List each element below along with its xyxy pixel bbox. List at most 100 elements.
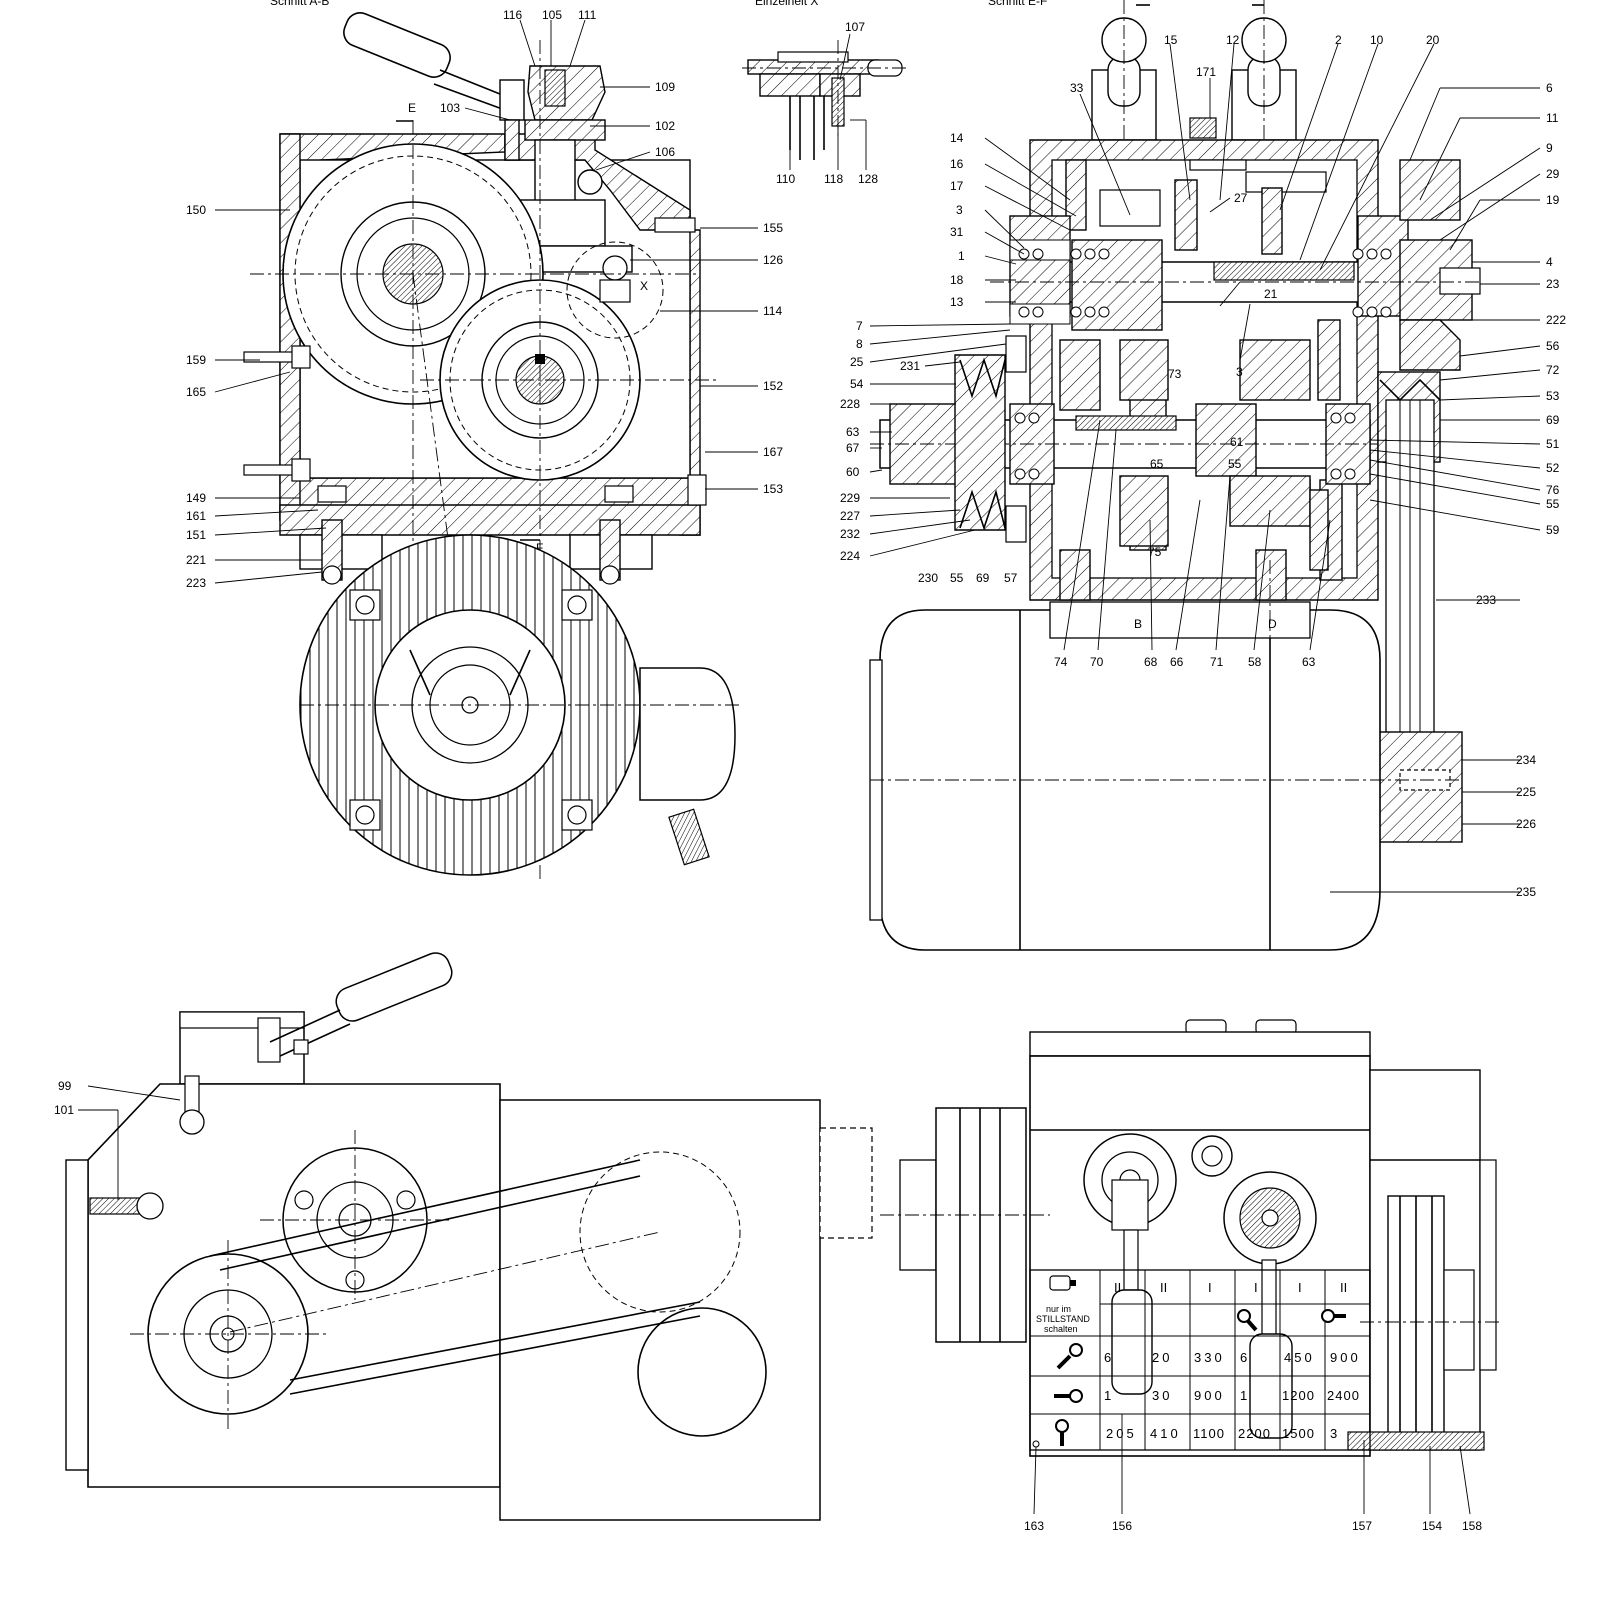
part-label-102: 102: [655, 119, 675, 133]
part-label-67: 67: [846, 441, 860, 455]
plate-header-3: I: [1208, 1280, 1212, 1295]
part-label-63b: 63: [1302, 655, 1316, 669]
part-label-53: 53: [1546, 389, 1560, 403]
part-label-8: 8: [856, 337, 863, 351]
motor-icon: [1049, 1275, 1076, 1291]
part-label-159: 159: [186, 353, 206, 367]
section-ab-labels: 116 105 111 109 103 102 106 150 155 126 …: [186, 8, 783, 590]
section-ef-leaders: [869, 43, 1541, 893]
part-label-3b: 3: [1236, 365, 1243, 379]
part-label-151: 151: [186, 528, 206, 542]
plate-cell: 30: [1152, 1388, 1172, 1403]
part-label-54: 54: [850, 377, 864, 391]
part-label-150: 150: [186, 203, 206, 217]
lever-position-icon: [1055, 1419, 1069, 1446]
headstock-cover: [1029, 1031, 1371, 1057]
detail-x-title: Einzelheit X: [755, 0, 818, 8]
part-label-158: 158: [1462, 1519, 1482, 1533]
part-label-21: 21: [1264, 287, 1278, 301]
part-label-116: 116: [503, 8, 522, 22]
part-label-61: 61: [1230, 435, 1244, 449]
speed-plate: nur im STILLSTAND schalten II II I I I: [1029, 1269, 1371, 1451]
part-label-74: 74: [1054, 655, 1068, 669]
part-label-55: 55: [1228, 457, 1242, 471]
part-label-69b: 69: [976, 571, 990, 585]
part-label-110: 110: [776, 172, 795, 186]
part-label-18: 18: [950, 273, 964, 287]
part-label-65: 65: [1150, 457, 1164, 471]
part-label-55c: 55: [950, 571, 964, 585]
part-label-75: 75: [1148, 545, 1162, 559]
part-label-107: 107: [845, 20, 865, 34]
lever-position-icon: [1237, 1309, 1258, 1332]
part-label-51: 51: [1546, 437, 1560, 451]
part-label-161: 161: [186, 509, 206, 523]
plate-cell: 20: [1152, 1350, 1172, 1365]
part-label-14: 14: [950, 131, 964, 145]
lever-handle-right[interactable]: [1249, 1333, 1293, 1439]
plate-cell: 410: [1150, 1426, 1181, 1441]
part-label-171: 171: [1196, 65, 1216, 79]
part-label-227: 227: [840, 509, 860, 523]
part-label-73: 73: [1168, 367, 1182, 381]
part-label-66: 66: [1170, 655, 1184, 669]
part-label-163: 163: [1024, 1519, 1044, 1533]
part-label-222: 222: [1546, 313, 1566, 327]
plate-note-line2: STILLSTAND: [1036, 1314, 1090, 1324]
part-label-9: 9: [1546, 141, 1553, 155]
part-label-17: 17: [950, 179, 964, 193]
plate-cell: 1500: [1282, 1426, 1315, 1441]
part-label-225: 225: [1516, 785, 1536, 799]
shift-lever-grip[interactable]: [340, 9, 455, 82]
part-label-10: 10: [1370, 33, 1384, 47]
lever-position-icon: [1054, 1389, 1083, 1403]
part-label-226: 226: [1516, 817, 1536, 831]
section-ab-view: E F X: [243, 9, 740, 880]
part-label-221: 221: [186, 553, 206, 567]
plate-header-5: I: [1298, 1280, 1302, 1295]
detail-x-view: 107 110 118 128: [742, 20, 910, 186]
part-label-105: 105: [542, 8, 562, 22]
side-lever-grip[interactable]: [332, 949, 456, 1025]
part-label-156: 156: [1112, 1519, 1132, 1533]
cut-marker-f: F: [536, 541, 543, 555]
part-label-114: 114: [763, 304, 782, 318]
part-label-59: 59: [1546, 523, 1560, 537]
cut-marker-e: E: [408, 101, 416, 115]
speed-plate-frame: [1029, 1269, 1371, 1451]
plate-cell: 2200: [1238, 1426, 1271, 1441]
plate-cell: 330: [1194, 1350, 1225, 1365]
motor-terminal-box: [639, 667, 736, 801]
part-label-103: 103: [440, 101, 460, 115]
part-label-11: 11: [1546, 111, 1559, 125]
part-label-58: 58: [1248, 655, 1262, 669]
part-label-157: 157: [1352, 1519, 1372, 1533]
part-label-76: 76: [1546, 483, 1560, 497]
part-label-55b: 55: [1546, 497, 1560, 511]
cut-marker-b: B: [1134, 617, 1142, 631]
part-label-7: 7: [856, 319, 863, 333]
part-label-99: 99: [58, 1079, 72, 1093]
part-label-16: 16: [950, 157, 964, 171]
plate-header-1: II: [1114, 1280, 1121, 1295]
lever-position-icon: [1056, 1343, 1083, 1370]
bearing-set: [1018, 248, 1392, 318]
part-label-20: 20: [1426, 33, 1440, 47]
section-ab-leaders: [214, 19, 758, 584]
part-label-106: 106: [655, 145, 675, 159]
part-label-71: 71: [1210, 655, 1224, 669]
belt-lower: [289, 1315, 701, 1395]
part-label-167: 167: [763, 445, 783, 459]
side-view-labels: 99 101: [54, 1079, 181, 1200]
lever-handle-left[interactable]: [1111, 1289, 1153, 1395]
part-label-72: 72: [1546, 363, 1560, 377]
headstock-front: [1029, 1055, 1371, 1457]
part-label-232: 232: [840, 527, 860, 541]
part-label-57: 57: [1004, 571, 1018, 585]
plate-cell: 1: [1240, 1388, 1250, 1403]
part-label-19: 19: [1546, 193, 1560, 207]
part-label-224: 224: [840, 549, 860, 563]
part-label-23: 23: [1546, 277, 1560, 291]
plate-cell: 1: [1104, 1388, 1114, 1403]
